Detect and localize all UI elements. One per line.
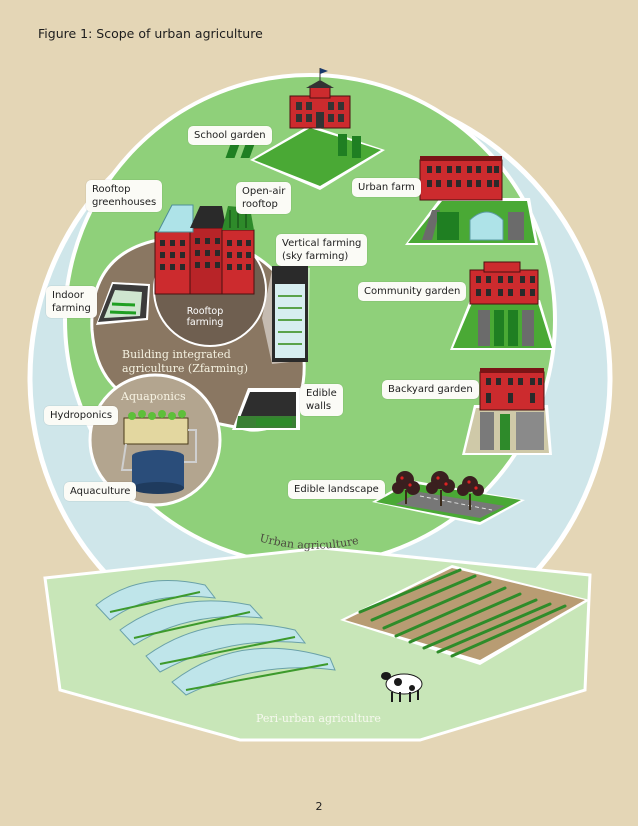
label-edible-walls-line1: Edible [306, 388, 337, 399]
label-edible-walls-line2: walls [306, 401, 332, 412]
rooftop-farming-line1: Rooftop [186, 306, 224, 317]
label-indoor-farming-line1: Indoor [52, 290, 84, 301]
figure-caption: Figure 1: Scope of urban agriculture [38, 26, 263, 41]
label-community-garden: Community garden [358, 282, 467, 301]
field-crops-illustration [340, 565, 590, 665]
rooftop-farming-label: Rooftop farming [172, 306, 238, 328]
label-school-garden: School garden [188, 126, 272, 145]
label-backyard-garden: Backyard garden [382, 380, 479, 399]
label-hydroponics: Hydroponics [44, 406, 119, 425]
indoor-farming-illustration [96, 282, 150, 325]
label-vertical-farming-line1: Vertical farming [282, 238, 362, 249]
edible-walls-illustration [232, 388, 300, 430]
label-open-air-rooftop-line1: Open-air [242, 186, 286, 197]
backyard-garden-illustration [462, 368, 552, 455]
label-rooftop-greenhouses-line1: Rooftop [92, 184, 131, 195]
cow-icon [381, 672, 423, 702]
building-integrated-label: Building integrated agriculture (Zfarmin… [122, 348, 248, 376]
label-vertical-farming-line2: (sky farming) [282, 251, 349, 262]
label-rooftop-greenhouses-line2: greenhouses [92, 197, 157, 208]
rooftop-buildings-illustration [154, 204, 255, 295]
label-rooftop-greenhouses: Rooftop greenhouses [86, 180, 163, 212]
vertical-farming-illustration [262, 266, 310, 364]
label-indoor-farming: Indoor farming [46, 286, 97, 318]
urban-farm-illustration [405, 156, 538, 245]
building-integrated-line1: Building integrated [122, 348, 231, 361]
building-integrated-line2: agriculture (Zfarming) [122, 362, 249, 375]
label-open-air-rooftop-line2: rooftop [242, 199, 278, 210]
edible-landscape-illustration [372, 471, 525, 525]
aquaponics-illustration [120, 410, 197, 494]
school-garden-illustration [225, 68, 385, 190]
label-edible-walls: Edible walls [300, 384, 343, 416]
greenhouses-illustration [95, 580, 336, 696]
label-open-air-rooftop: Open-air rooftop [236, 182, 292, 214]
page-number: 2 [315, 800, 323, 813]
label-aquaculture: Aquaculture [64, 482, 137, 501]
rooftop-farming-line2: farming [186, 317, 224, 328]
label-edible-landscape: Edible landscape [288, 480, 385, 499]
label-vertical-farming: Vertical farming (sky farming) [276, 234, 368, 266]
community-garden-illustration [450, 261, 555, 350]
label-urban-farm: Urban farm [352, 178, 421, 197]
aquaponics-label: Aquaponics [121, 390, 186, 403]
label-indoor-farming-line2: farming [52, 303, 91, 314]
peri-urban-label: Peri-urban agriculture [256, 712, 381, 725]
